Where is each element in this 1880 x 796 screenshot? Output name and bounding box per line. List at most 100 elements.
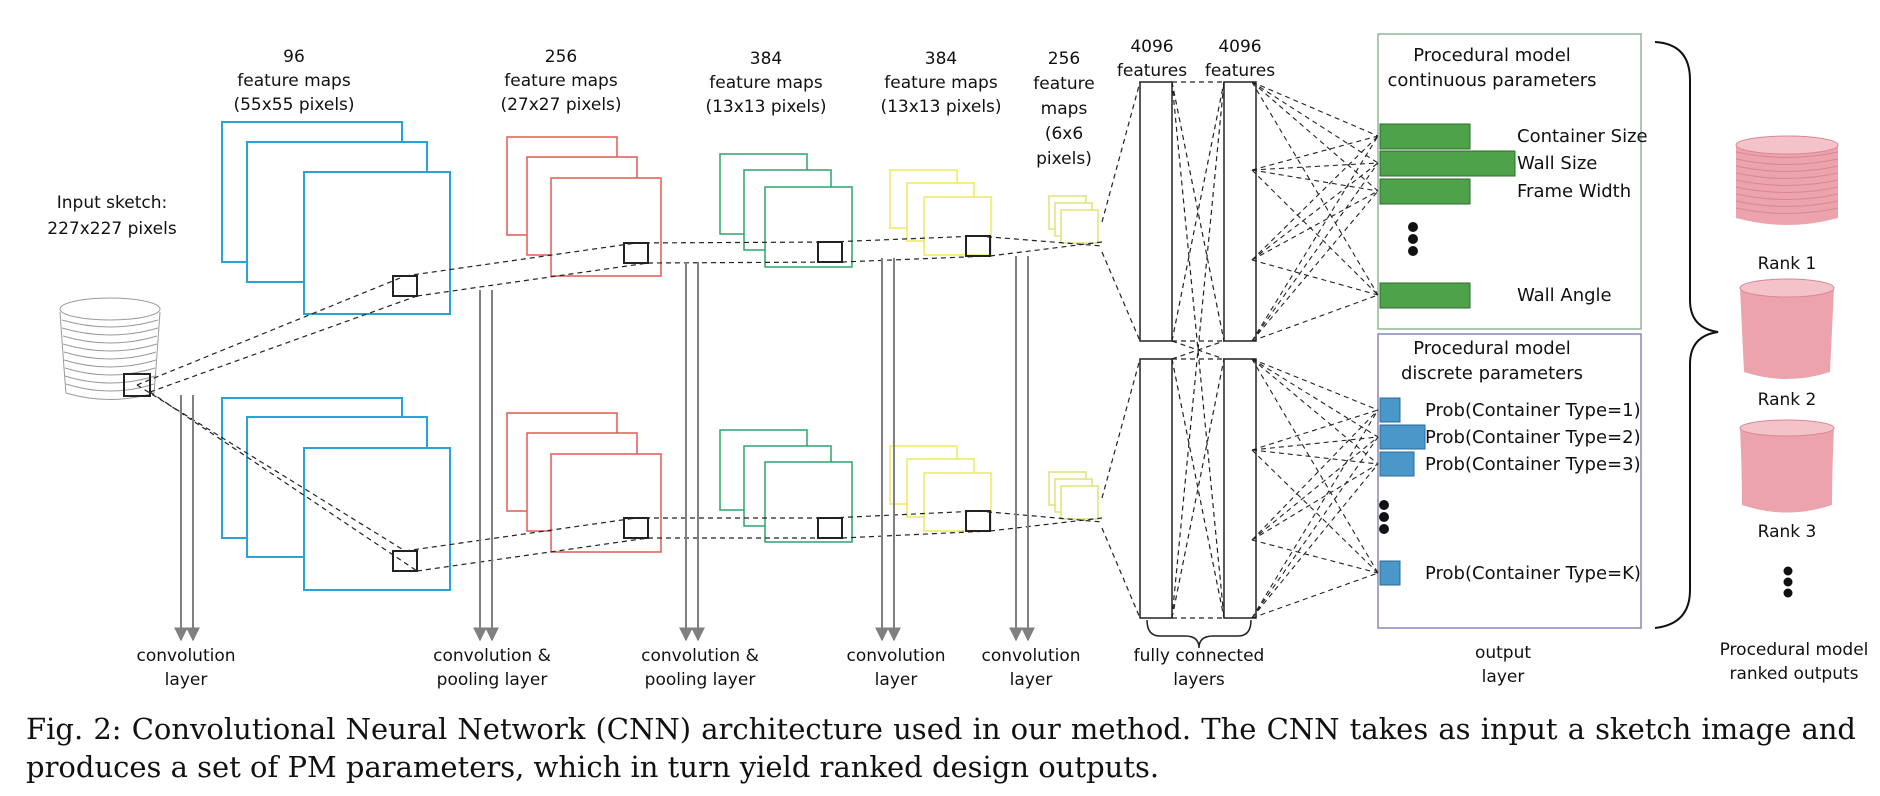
dashed-line-13 [829,235,979,243]
map5-line2: feature [1033,74,1094,94]
dashed-line-7 [404,517,637,552]
fc1-line2: features [1117,61,1187,81]
rank1-container [1735,135,1839,225]
input-sketch-image [59,297,161,400]
discrete-params-title: Procedural model discrete parameters [1401,338,1583,384]
feature-map-2-3 [303,447,451,591]
output-link-c3-1 [1251,81,1379,192]
dashed-line-8 [416,537,649,572]
map2-line3: (27x27 pixels) [500,95,621,115]
continuous-title-line1: Procedural model [1413,45,1571,66]
rank2-container [1739,278,1835,379]
fc-bar-4 [1223,358,1257,619]
output-link-c4-1 [1251,81,1379,296]
figure-caption: Fig. 2: Convolutional Neural Network (CN… [26,712,1856,784]
cnn-architecture-diagram: Input sketch: 227x227 pixels 96 feature … [47,33,1869,690]
feature-map-9-3 [1060,209,1099,244]
map5-line5: pixels) [1036,149,1092,169]
discrete-title-line1: Procedural model [1413,338,1571,359]
map2-count: 256 [545,47,577,67]
dashed-line-14 [841,255,991,263]
discrete-title-line2: discrete parameters [1401,363,1583,384]
map4-line2: feature maps [884,73,998,93]
fc-brace [1146,619,1252,649]
layer5-line2: layer [1010,670,1053,690]
map1-line2: feature maps [237,71,351,91]
continuous-bar-1 [1379,123,1471,150]
input-sketch: Input sketch: 227x227 pixels [47,193,177,400]
dashed-line-2 [149,295,418,393]
fc-input-line-2 [1101,251,1141,342]
rank3-container [1739,419,1835,513]
fc-bar-1 [1139,81,1173,342]
continuous-label-1: Container Size [1517,126,1648,147]
dashed-line-5 [404,242,637,277]
output-link-d2-3 [1251,436,1379,451]
output-link-c2-3 [1251,162,1379,171]
outputs-label-line1: Procedural model [1720,640,1869,660]
fc-bar-2 [1223,81,1257,342]
discrete-bar-1 [1379,397,1401,423]
fc2-line1: 4096 [1218,37,1261,57]
continuous-label-3: Frame Width [1517,181,1631,202]
continuous-params-box [1377,33,1642,330]
discrete-bar-3 [1379,451,1415,477]
dashed-line-1 [136,275,406,386]
input-label-line1: Input sketch: [57,193,168,213]
output-link-c2-1 [1251,81,1379,164]
output-link-c3-2 [1251,190,1379,342]
layer4-line2: layer [875,670,918,690]
layer4-line1: convolution [846,646,945,666]
fc-input-line-4 [1101,527,1141,619]
map3-line2: feature maps [709,73,823,93]
map3-count: 384 [750,49,782,69]
map5-count: 256 [1048,49,1080,69]
fc-input-line-1 [1101,81,1141,223]
layer6-line2: layers [1173,670,1225,690]
discrete-label-3: Prob(Container Type=3) [1425,454,1641,475]
output-link-d2-4 [1251,436,1379,541]
layer-labels: convolution layer convolution & pooling … [136,619,1531,690]
fc1-line1: 4096 [1130,37,1173,57]
feature-map-4-3 [550,453,662,553]
dashed-line-16 [841,530,991,539]
continuous-params-title: Procedural model continuous parameters [1387,45,1596,91]
output-link-d3-1 [1251,358,1379,465]
dashed-line-3 [136,384,406,552]
layer7-line1: output [1475,643,1531,663]
dashed-line-6 [416,262,649,297]
layer7-line2: layer [1482,667,1525,687]
output-link-c2-2 [1251,162,1379,342]
map4-count: 384 [925,49,957,69]
dashed-line-18 [989,241,1103,257]
continuous-title-line2: continuous parameters [1387,70,1596,91]
dashed-line-20 [989,517,1103,532]
layer5-line1: convolution [981,646,1080,666]
layer2-line1: convolution & [433,646,551,666]
output-link-c1-2 [1251,135,1379,342]
feature-map-7-3 [923,196,992,256]
dashed-line-15 [829,510,979,519]
feature-map-5-3 [764,186,853,268]
continuous-ellipsis [1408,222,1418,256]
output-link-c4-4 [1251,259,1379,296]
continuous-bar-4 [1379,282,1471,309]
map1-count: 96 [283,47,305,67]
map2-line2: feature maps [504,71,618,91]
feature-map-stacks [221,121,1099,591]
continuous-label-2: Wall Size [1517,153,1597,174]
layer3-line1: convolution & [641,646,759,666]
feature-map-1-3 [303,171,451,315]
ranked-outputs: Rank 1 Rank 2 Rank 3 Procedural model ra… [1720,135,1869,684]
fc-link-1-2 [1171,81,1225,342]
layer2-line2: pooling layer [437,670,548,690]
output-link-d1-1 [1251,358,1379,411]
output-link-d1-4 [1251,409,1379,541]
output-link-d3-2 [1251,463,1379,619]
continuous-bar-3 [1379,178,1471,205]
rank3-label: Rank 3 [1758,522,1817,542]
layer3-line2: pooling layer [645,670,756,690]
output-link-c3-3 [1251,169,1379,192]
output-link-d4-4 [1251,539,1379,574]
rank1-label: Rank 1 [1758,254,1817,274]
